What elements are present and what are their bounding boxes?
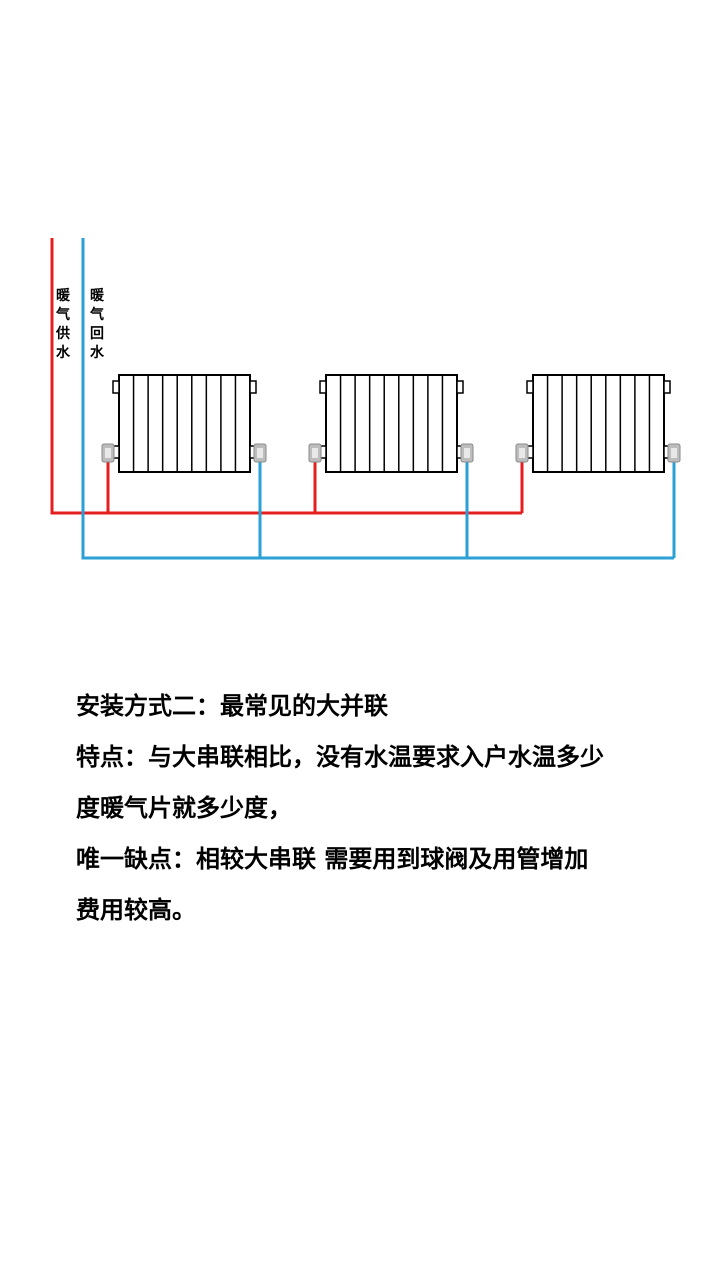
valve-highlight <box>671 448 677 458</box>
valve-highlight <box>464 448 470 458</box>
description-feature-line: 特点：与大串联相比，没有水温要求入户水温多少 <box>76 743 604 771</box>
radiator-group <box>101 374 681 473</box>
return-pipe-label: 暖气回水 <box>90 288 104 361</box>
supply-main-pipe <box>50 238 522 515</box>
radiator-bracket <box>319 380 327 394</box>
valve-highlight <box>105 448 111 458</box>
radiator <box>101 374 267 473</box>
valve-highlight <box>257 448 263 458</box>
description-drawback-line: 唯一缺点：相较大串联 需要用到球阀及用管增加 <box>76 845 589 873</box>
radiator <box>515 374 681 473</box>
radiator-bracket <box>456 380 464 394</box>
radiator-body <box>325 374 458 473</box>
radiator <box>308 374 474 473</box>
description-feature-line-cont: 度暖气片就多少度， <box>76 794 292 822</box>
radiator-bracket <box>663 380 671 394</box>
valve-highlight <box>519 448 525 458</box>
radiator-bracket <box>526 380 534 394</box>
return-main-pipe <box>81 238 674 560</box>
description-text: 安装方式二：最常见的大并联 特点：与大串联相比，没有水温要求入户水温多少 度暖气… <box>76 681 712 936</box>
valve-highlight <box>312 448 318 458</box>
description-drawback-line-cont: 费用较高。 <box>76 896 196 924</box>
supply-pipe-label: 暖气供水 <box>56 288 70 361</box>
radiator-body <box>118 374 251 473</box>
description-title: 安装方式二：最常见的大并联 <box>76 692 388 720</box>
radiator-bracket <box>249 380 257 394</box>
radiator-bracket <box>112 380 120 394</box>
parallel-radiator-diagram <box>50 238 681 560</box>
radiator-body <box>532 374 665 473</box>
pipe-network <box>50 238 676 560</box>
